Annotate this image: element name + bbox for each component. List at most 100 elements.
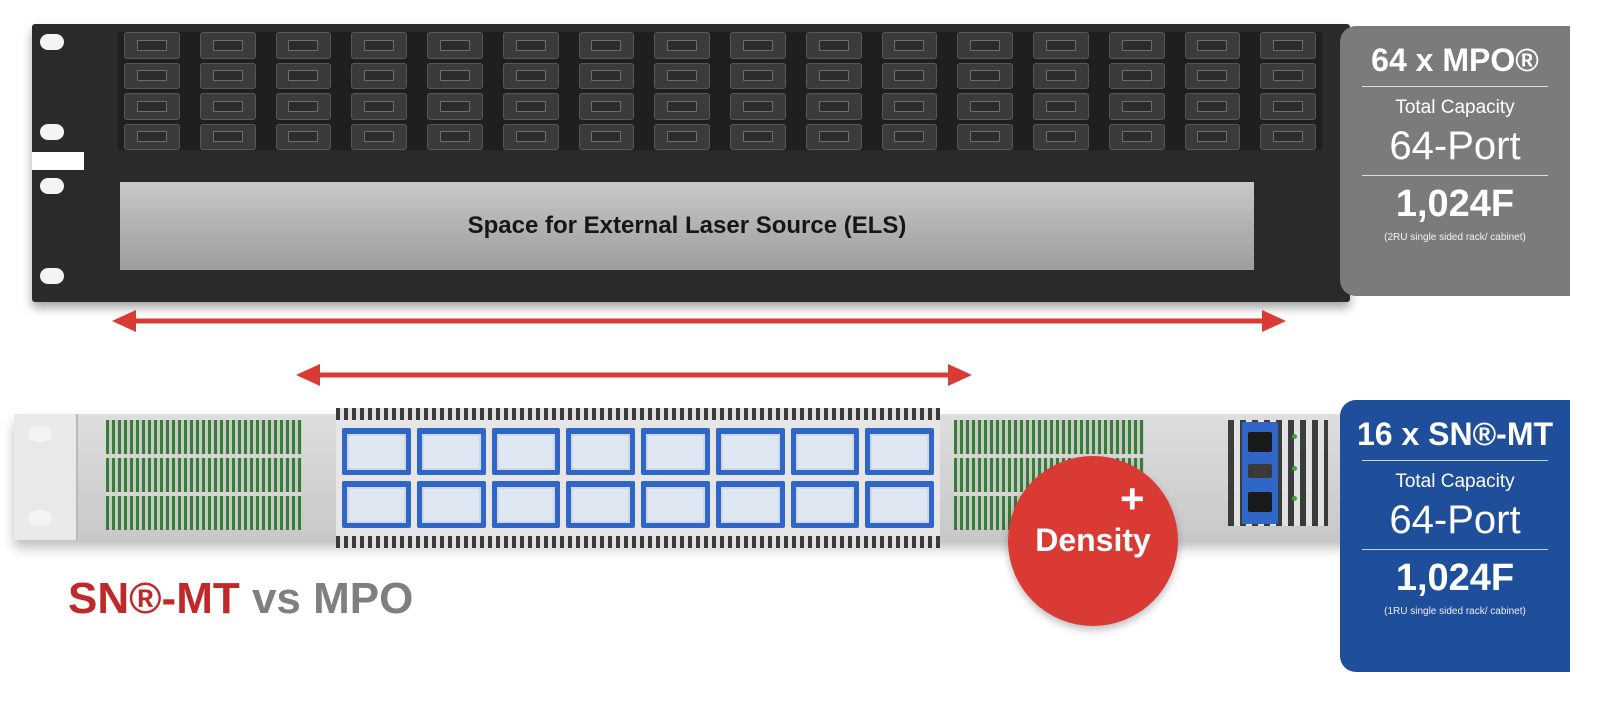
mpo-port bbox=[124, 62, 180, 89]
mpo-port bbox=[1108, 32, 1165, 59]
width-comparison-arrows bbox=[112, 310, 1286, 386]
mpo-card-note: (2RU single sided rack/ cabinet) bbox=[1384, 232, 1526, 243]
mounting-hole bbox=[28, 510, 52, 526]
mpo-port bbox=[957, 62, 1013, 89]
mpo-port bbox=[1260, 123, 1316, 150]
mpo-port bbox=[199, 123, 256, 150]
heatsink-fins bbox=[336, 536, 940, 548]
mpo-port bbox=[957, 32, 1013, 59]
snmt-width-arrow bbox=[296, 364, 972, 386]
mpo-width-arrow bbox=[112, 310, 1286, 332]
mounting-hole bbox=[40, 34, 64, 50]
usb-port bbox=[1248, 464, 1272, 478]
rj45-port bbox=[1248, 432, 1272, 452]
snmt-card-note: (1RU single sided rack/ cabinet) bbox=[1384, 606, 1526, 617]
mpo-card-fiber-count: 1,024F bbox=[1395, 183, 1515, 225]
mpo-port bbox=[1108, 93, 1165, 120]
mpo-port bbox=[881, 32, 938, 59]
snmt-port bbox=[641, 481, 710, 528]
mpo-port bbox=[275, 62, 332, 89]
mounting-hole bbox=[40, 268, 64, 284]
mpo-port bbox=[654, 32, 710, 59]
mpo-port bbox=[1033, 93, 1089, 120]
snmt-card-heading: 16 x SN®-MT bbox=[1356, 416, 1554, 452]
mpo-port bbox=[805, 123, 862, 150]
snmt-port bbox=[715, 428, 785, 475]
mpo-port bbox=[427, 62, 483, 89]
snmt-card-subtitle: Total Capacity bbox=[1395, 471, 1515, 492]
mpo-port bbox=[578, 93, 635, 120]
snmt-card-ports: 64-Port bbox=[1389, 498, 1521, 542]
status-led bbox=[1292, 496, 1297, 501]
mpo-port bbox=[881, 93, 938, 120]
snmt-port bbox=[865, 481, 934, 528]
mpo-port bbox=[124, 93, 180, 120]
mpo-port bbox=[805, 93, 862, 120]
mpo-port bbox=[124, 123, 180, 150]
mpo-port bbox=[124, 32, 180, 59]
mpo-port bbox=[1260, 93, 1316, 120]
mpo-port bbox=[881, 62, 938, 89]
unit-front-face bbox=[78, 408, 1352, 548]
card-divider bbox=[1362, 460, 1548, 461]
mpo-port bbox=[199, 32, 256, 59]
mpo-port bbox=[1184, 32, 1241, 59]
headline: SN®-MT vs MPO bbox=[68, 572, 413, 626]
mpo-port bbox=[427, 123, 483, 150]
els-panel: Space for External Laser Source (ELS) bbox=[120, 182, 1254, 270]
mpo-port bbox=[881, 123, 938, 150]
mpo-card-subtitle: Total Capacity bbox=[1395, 97, 1515, 118]
snmt-port bbox=[491, 428, 561, 475]
snmt-port-zone bbox=[336, 408, 940, 548]
mpo-port bbox=[1260, 62, 1316, 89]
snmt-port bbox=[566, 428, 635, 475]
mpo-port bbox=[578, 123, 635, 150]
mpo-port-grid bbox=[118, 32, 1322, 150]
mpo-spec-card: 64 x MPO® Total Capacity 64-Port 1,024F … bbox=[1340, 26, 1570, 296]
mpo-port bbox=[578, 62, 635, 89]
snmt-port bbox=[342, 428, 411, 475]
mpo-port bbox=[502, 62, 559, 89]
rack-ear-gap bbox=[32, 152, 84, 170]
mpo-port bbox=[654, 62, 710, 89]
mpo-port bbox=[502, 93, 559, 120]
mpo-port bbox=[275, 123, 332, 150]
density-badge: + Density bbox=[1008, 456, 1178, 626]
snmt-port bbox=[641, 428, 710, 475]
mpo-port bbox=[957, 123, 1013, 150]
mpo-port bbox=[805, 32, 862, 59]
card-divider bbox=[1362, 86, 1548, 87]
mpo-port bbox=[427, 93, 483, 120]
snmt-port bbox=[865, 428, 934, 475]
mpo-port bbox=[1108, 62, 1165, 89]
mpo-port bbox=[351, 93, 407, 120]
mpo-port bbox=[654, 123, 710, 150]
plus-icon: + bbox=[1120, 475, 1145, 522]
els-label: Space for External Laser Source (ELS) bbox=[467, 212, 907, 239]
status-led bbox=[1292, 434, 1297, 439]
mpo-card-ports: 64-Port bbox=[1389, 124, 1521, 168]
mounting-hole bbox=[28, 426, 52, 442]
mpo-rack-unit: Space for External Laser Source (ELS) bbox=[32, 24, 1350, 302]
heatsink-fins bbox=[336, 408, 940, 420]
mpo-port bbox=[730, 32, 786, 59]
snmt-port bbox=[416, 481, 486, 528]
snmt-card-fiber-count: 1,024F bbox=[1395, 557, 1515, 599]
card-divider bbox=[1362, 175, 1548, 176]
vent-block bbox=[106, 420, 302, 530]
mpo-card-heading: 64 x MPO® bbox=[1371, 42, 1539, 78]
snmt-port bbox=[491, 481, 561, 528]
mpo-port bbox=[199, 93, 256, 120]
snmt-port bbox=[715, 481, 785, 528]
mpo-port bbox=[351, 32, 407, 59]
rj45-port bbox=[1248, 492, 1272, 512]
mpo-port bbox=[1184, 62, 1241, 89]
mpo-port bbox=[730, 93, 786, 120]
snmt-port bbox=[342, 481, 411, 528]
mpo-port bbox=[730, 123, 786, 150]
density-label: Density bbox=[1035, 522, 1151, 558]
mounting-hole bbox=[40, 124, 64, 140]
mpo-port bbox=[1184, 123, 1241, 150]
headline-rest: vs MPO bbox=[239, 574, 414, 623]
snmt-port bbox=[790, 428, 860, 475]
